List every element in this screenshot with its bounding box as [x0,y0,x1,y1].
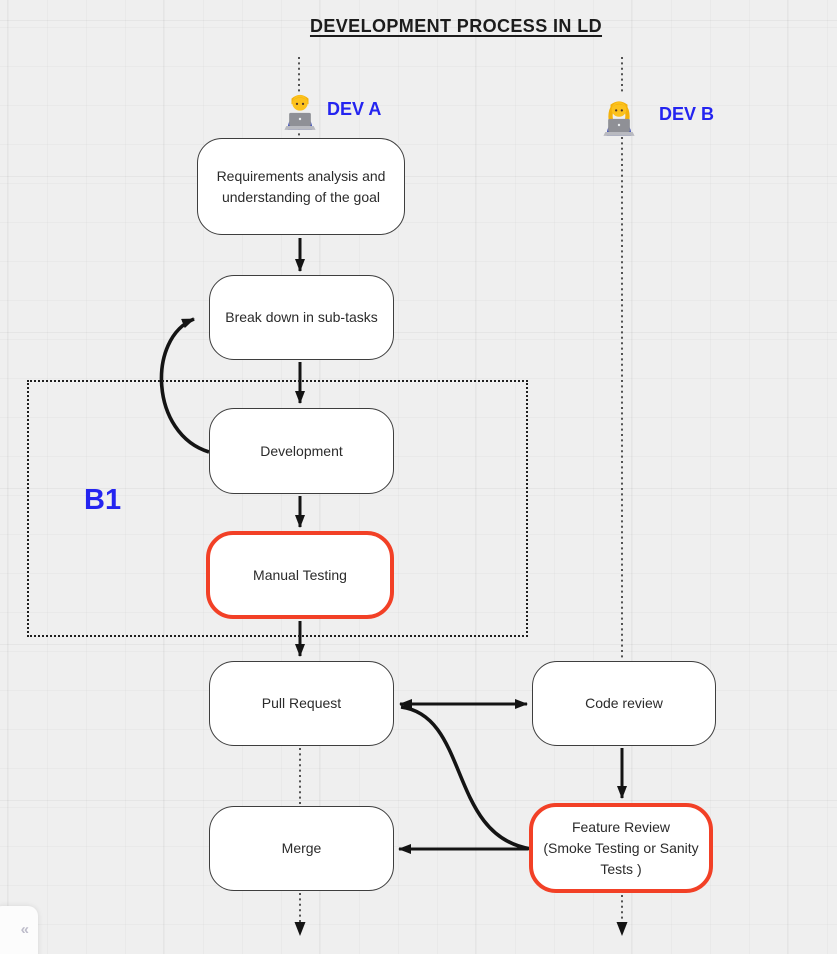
connector-feature-review-to-pull-request-curve [400,705,532,851]
node-break-down-sub-tasks[interactable]: Break down in sub-tasks [209,275,394,360]
node-label: Pull Request [261,695,342,711]
dev-b-technologist-emoji-icon[interactable] [602,96,636,136]
node-label: Code review [585,695,663,711]
group-label-b1[interactable]: B1 [84,484,122,516]
connector-development-loop-to-breakdown [159,317,210,454]
node-label: Break down in sub-tasks [225,309,378,325]
node-label: Manual Testing [253,566,347,583]
sidebar-collapse-button[interactable]: « [0,906,38,954]
diagram-title[interactable]: DEVELOPMENT PROCESS IN LD [309,16,603,36]
node-code-review[interactable]: Code review [532,661,716,746]
arrowhead-below-merge [294,922,306,936]
node-merge[interactable]: Merge [209,806,394,891]
arrowhead-below-feature-review [616,922,628,936]
lane-label-dev-b[interactable]: DEV B [659,104,715,124]
node-label: Merge [281,840,322,856]
node-development[interactable]: Development [209,408,394,494]
node-pull-request[interactable]: Pull Request [209,661,394,746]
node-manual-testing[interactable]: Manual Testing [206,531,394,619]
dev-a-technologist-emoji-icon[interactable] [283,90,317,130]
group-frame-b1[interactable] [27,380,528,637]
collapse-chevron-icon: « [20,921,29,938]
lane-label-dev-a[interactable]: DEV A [327,99,382,119]
node-label: Development [260,442,343,459]
